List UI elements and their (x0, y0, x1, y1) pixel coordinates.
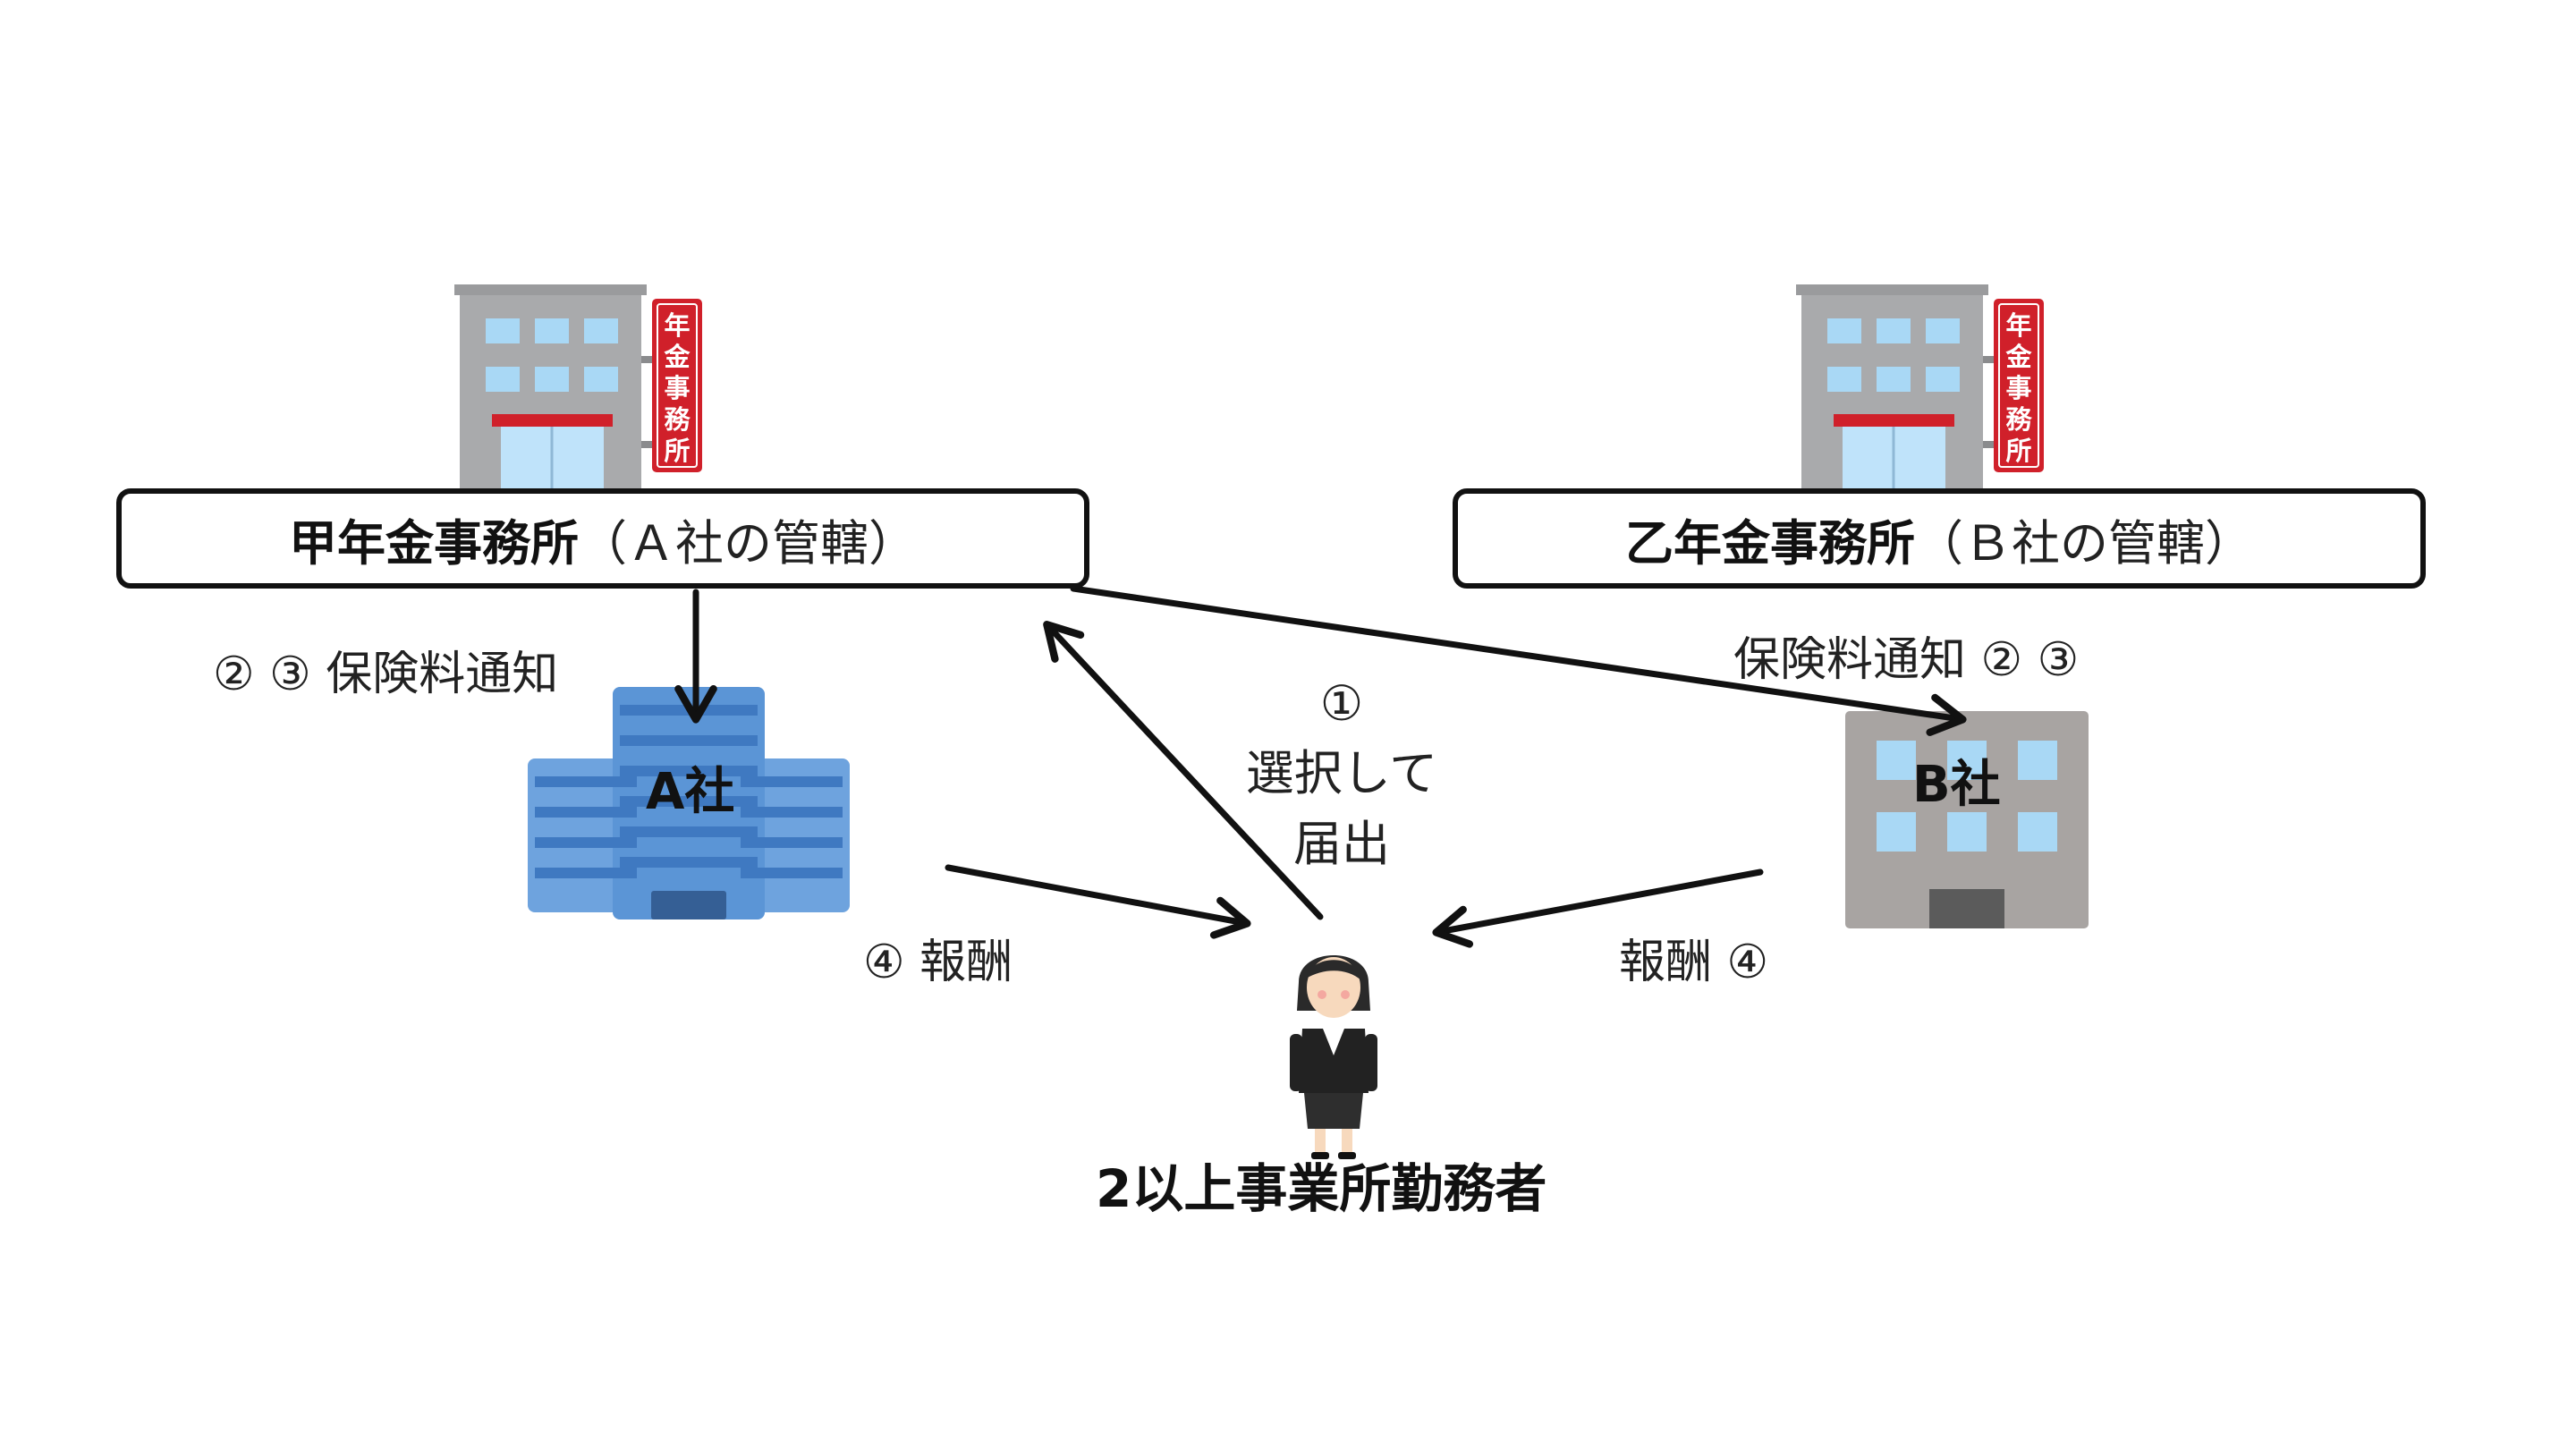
office-name: 甲年金事務所 (289, 514, 579, 572)
company-b-label: B社 (1912, 756, 2001, 814)
sign-char: 金 (2004, 342, 2032, 372)
step-text-line1: 選択して (1245, 745, 1438, 802)
notice-label-right: 保険料通知 ② ③ (1733, 633, 2080, 687)
sign-char: 務 (2005, 404, 2032, 435)
filing-arrow (1043, 621, 1324, 920)
pay-arrow-a (945, 864, 1251, 939)
pay-label-a: ④ 報酬 (863, 936, 1013, 989)
company-a-building-icon (528, 687, 850, 919)
pay-label-b: 報酬 ④ (1619, 936, 1769, 989)
sign-char: 務 (664, 404, 691, 435)
office-box-right: 乙年金事務所（Ｂ社の管轄） (1453, 488, 2426, 589)
office-name: 乙年金事務所 (1625, 514, 1915, 572)
company-a-label: A社 (646, 763, 735, 821)
office-jurisdiction: （Ａ社の管轄） (579, 514, 917, 572)
filing-step-label: ① 選択して 届出 (1224, 669, 1460, 879)
sign-char: 年 (664, 310, 690, 341)
notice-arrow-right (1070, 585, 1967, 736)
step-text-line2: 届出 (1293, 815, 1390, 872)
sign-char: 年 (2005, 310, 2031, 341)
pension-office-building-icon: 年 金 事 務 所 (1794, 283, 2046, 499)
pension-office-building-icon: 年 金 事 務 所 (453, 283, 704, 499)
office-worker-woman-icon (1290, 955, 1377, 1159)
sign-char: 事 (664, 373, 690, 403)
pay-arrow-b (1432, 869, 1764, 948)
notice-label-left: ② ③ 保険料通知 (213, 648, 559, 701)
step-number: ① (1319, 675, 1364, 732)
sign-char: 事 (2005, 373, 2031, 403)
sign-char: 所 (2005, 436, 2031, 466)
office-jurisdiction: （Ｂ社の管轄） (1915, 514, 2253, 572)
office-box-left: 甲年金事務所（Ａ社の管轄） (116, 488, 1089, 589)
sign-char: 金 (663, 342, 691, 372)
company-b-building-icon (1845, 711, 2089, 928)
arrows (674, 585, 1967, 948)
sign-char: 所 (664, 436, 690, 466)
worker-label: 2以上事業所勤務者 (1096, 1158, 1547, 1219)
